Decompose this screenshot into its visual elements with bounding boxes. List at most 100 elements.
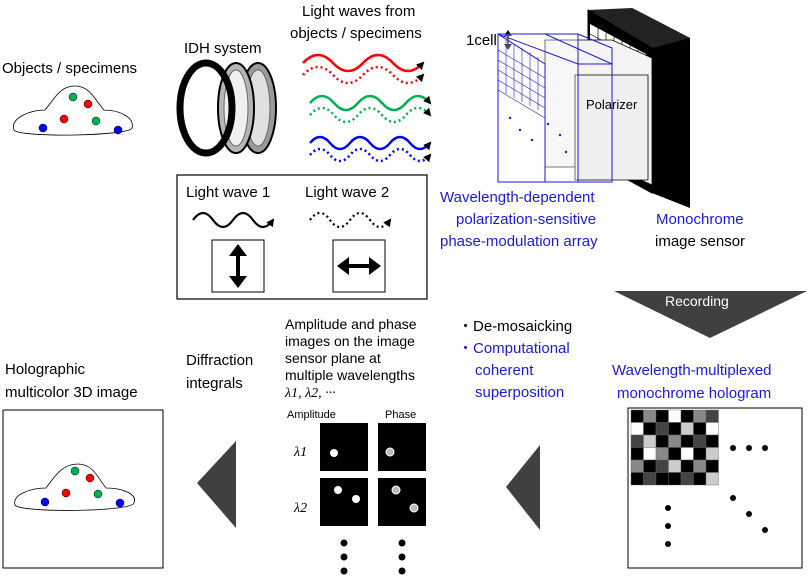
hologram-pixel (643, 472, 657, 486)
blue-wave-dotted (309, 147, 432, 163)
horizontal-polarization-icon (337, 257, 381, 275)
objects-label: Objects / specimens (2, 60, 137, 77)
light-waves-label-line2: objects / specimens (290, 25, 422, 42)
amp-label-line4: multiple wavelengths (285, 367, 415, 383)
hologram-pixel (705, 409, 719, 423)
phase-panel-lambda1 (378, 423, 426, 471)
hologram-pixel (693, 434, 707, 448)
light-waves-label-line1: Light waves from (302, 3, 415, 20)
amplitude-panel-lambda1 (320, 423, 368, 471)
amp-label-line3: sensor plane at (285, 350, 381, 366)
hologram-pixel-grid (630, 409, 719, 486)
phase-panel-lambda2 (378, 478, 426, 526)
left-arrow-triangle-left (197, 441, 236, 528)
amplitude-column-label: Amplitude (287, 409, 336, 421)
light-wave-2-label: Light wave 2 (305, 184, 389, 201)
hologram-pixel (630, 409, 644, 423)
left-arrow-triangle-right (506, 445, 540, 530)
amp-label-line2: images on the image (285, 333, 415, 349)
green-wave-solid (309, 94, 432, 112)
recording-arrow: Recording (614, 291, 807, 338)
hologram-pixel (643, 434, 657, 448)
hologram-pixel (705, 447, 719, 461)
array-label-line2: polarization-sensitive (456, 211, 596, 228)
light-wave-box: Light wave 1 Light wave 2 (176, 174, 428, 300)
wave-1-solid (192, 211, 275, 229)
hologram-pixel (668, 422, 682, 436)
holo-label-line1: Wavelength-multiplexed (612, 362, 772, 379)
hologram-pixel (693, 409, 707, 423)
green-wave-dotted (309, 106, 432, 124)
amp-label-line5: λ1, λ2, ··· (284, 386, 336, 401)
recording-label: Recording (665, 293, 729, 309)
hologram-pixel (643, 459, 657, 473)
holographic-label-line2: multicolor 3D image (5, 384, 138, 401)
hologram-panel (627, 407, 803, 569)
hologram-pixel (655, 422, 669, 436)
hologram-ellipsis-dots (665, 445, 768, 547)
sensor-label-line1: Monochrome (656, 211, 744, 228)
hologram-pixel (668, 472, 682, 486)
hologram-pixel (655, 472, 669, 486)
wave-2-dotted (309, 211, 392, 229)
computational-label-line2: coherent (475, 362, 534, 379)
phase-modulation-array (497, 33, 613, 183)
hologram-pixel (643, 447, 657, 461)
red-dot (83, 99, 93, 109)
hologram-pixel (705, 422, 719, 436)
idh-system-label: IDH system (184, 40, 262, 57)
hologram-pixel (705, 472, 719, 486)
green-dot (91, 116, 101, 126)
hologram-pixel (680, 447, 694, 461)
green-dot (68, 92, 78, 102)
hologram-pixel (680, 434, 694, 448)
hologram-pixel (705, 459, 719, 473)
one-cell-label: 1cell (466, 32, 497, 49)
diffraction-label-line2: integrals (186, 375, 243, 392)
demosaic-label: ・De-mosaicking (458, 318, 572, 335)
hologram-pixel (655, 459, 669, 473)
hologram-pixel (693, 422, 707, 436)
computational-label-line3: superposition (475, 384, 564, 401)
lambda2-label: λ2 (293, 501, 307, 516)
phase-column-label: Phase (385, 409, 416, 421)
red-wave-solid (302, 53, 425, 73)
hologram-pixel (680, 422, 694, 436)
hologram-pixel (693, 447, 707, 461)
hologram-pixel (668, 447, 682, 461)
hologram-pixel (705, 434, 719, 448)
lambda1-label: λ1 (293, 445, 307, 460)
hologram-pixel (655, 447, 669, 461)
sensor-label-line2: image sensor (655, 233, 745, 250)
light-wave-1-label: Light wave 1 (186, 184, 270, 201)
hologram-pixel (643, 422, 657, 436)
blue-dot (113, 125, 123, 135)
diffraction-label-line1: Diffraction (186, 352, 253, 369)
amp-label-line1: Amplitude and phase (285, 316, 417, 332)
red-dot (59, 114, 69, 124)
hologram-pixel (668, 434, 682, 448)
hologram-pixel (693, 459, 707, 473)
hologram-pixel (680, 459, 694, 473)
hologram-pixel (630, 472, 644, 486)
vertical-polarization-icon (229, 244, 247, 288)
amplitude-panel-lambda2 (320, 478, 368, 526)
holo-label-line2: monochrome hologram (617, 385, 771, 402)
hologram-pixel (655, 409, 669, 423)
light-waves (302, 53, 432, 163)
idh-lenses (176, 59, 277, 157)
hologram-pixel (693, 472, 707, 486)
hologram-pixel (630, 422, 644, 436)
panel-ellipsis-dots (340, 539, 406, 575)
computational-label-line1: ・Computational (458, 340, 570, 357)
array-label-line1: Wavelength-dependent (440, 189, 595, 206)
hologram-pixel (668, 409, 682, 423)
array-label-line3: phase-modulation array (440, 233, 598, 250)
hologram-pixel (630, 459, 644, 473)
hologram-pixel (680, 409, 694, 423)
hologram-pixel (668, 459, 682, 473)
hologram-pixel (630, 434, 644, 448)
hologram-pixel (655, 434, 669, 448)
